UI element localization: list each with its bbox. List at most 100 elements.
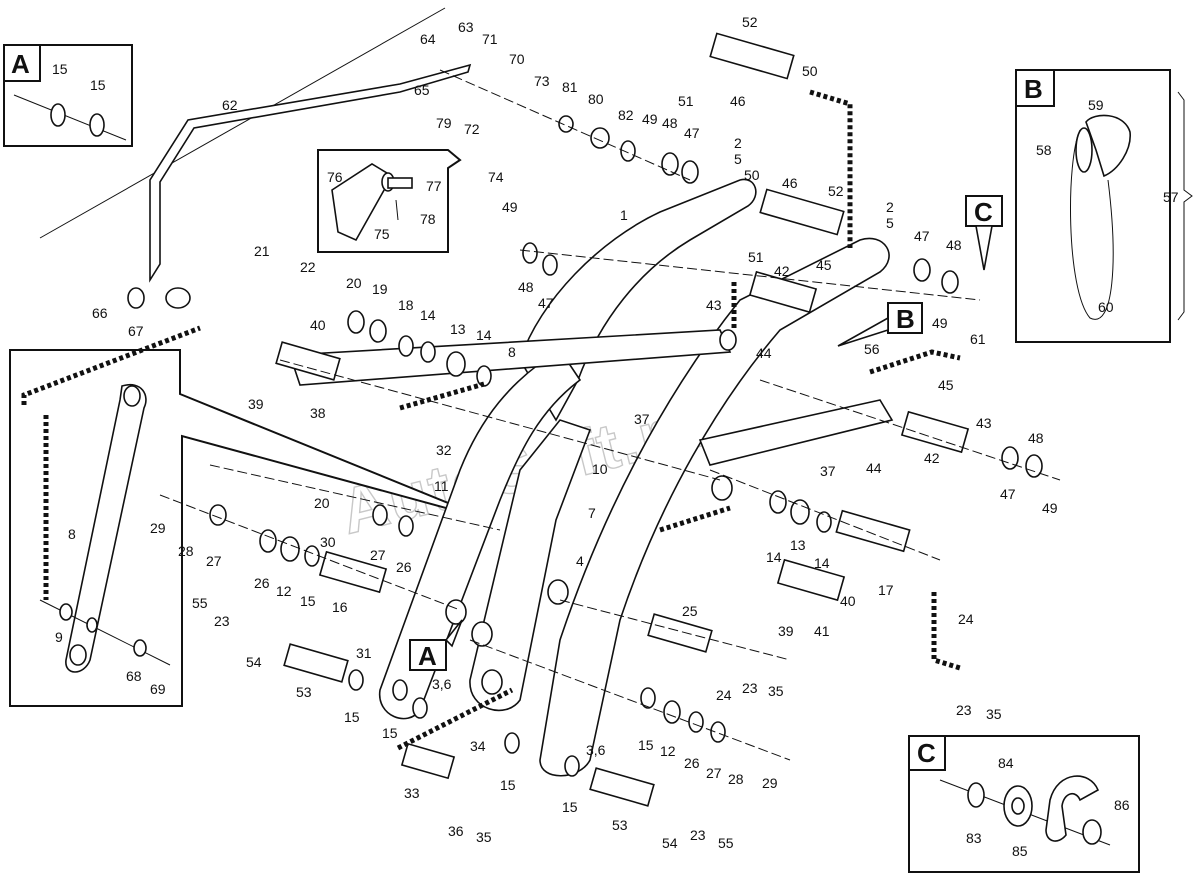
part-label: 74 [488, 169, 504, 185]
inset-b: B [1015, 69, 1193, 343]
inset-link-8 [9, 325, 491, 707]
callout-c [965, 195, 1003, 227]
part-label: 52 [828, 183, 844, 199]
part-label: 49 [1042, 500, 1058, 516]
part-label: 44 [866, 460, 882, 476]
part-label: 35 [768, 683, 784, 699]
part-label: 54 [662, 835, 678, 851]
part-label: 44 [756, 345, 772, 361]
part-label: 38 [310, 405, 326, 421]
part-label: 40 [310, 317, 326, 333]
part-label: 1 [620, 207, 628, 223]
part-label: 23 [742, 680, 758, 696]
part-label: 50 [744, 167, 760, 183]
inset-c-letter: C [917, 738, 936, 768]
part-label: 56 [864, 341, 880, 357]
part-label: 75 [374, 226, 390, 242]
part-label: 45 [816, 257, 832, 273]
part-label: 85 [1012, 843, 1028, 859]
part-label: 13 [450, 321, 466, 337]
part-label: 9 [55, 629, 63, 645]
part-label: 67 [128, 323, 144, 339]
part-label: 12 [660, 743, 676, 759]
part-label: 55 [192, 595, 208, 611]
part-label: 43 [706, 297, 722, 313]
part-label: 18 [398, 297, 414, 313]
part-label: 55 [718, 835, 734, 851]
part-label: 28 [728, 771, 744, 787]
part-label: 50 [802, 63, 818, 79]
part-label: 48 [946, 237, 962, 253]
part-label: 22 [300, 259, 316, 275]
main-assembly: A B C [39, 7, 1061, 807]
part-label: 27 [206, 553, 222, 569]
part-label: 8 [68, 526, 76, 542]
part-label: 59 [1088, 97, 1104, 113]
part-label: 29 [762, 775, 778, 791]
part-label: 7 [588, 505, 596, 521]
part-label: 46 [730, 93, 746, 109]
part-label: 45 [938, 377, 954, 393]
part-label: 33 [404, 785, 420, 801]
part-label: 14 [766, 549, 782, 565]
part-label: 64 [420, 31, 436, 47]
part-label: 49 [642, 111, 658, 127]
part-label: 82 [618, 107, 634, 123]
part-label: 70 [509, 51, 525, 67]
part-label: 78 [420, 211, 436, 227]
part-label: 39 [778, 623, 794, 639]
part-label: 57 [1163, 189, 1179, 205]
part-label: 15 [300, 593, 316, 609]
part-label: 17 [878, 582, 894, 598]
part-label: 62 [222, 97, 238, 113]
part-label: 51 [678, 93, 694, 109]
callout-b-letter: B [896, 304, 915, 334]
part-label: 23 [956, 702, 972, 718]
callout-c-letter: C [974, 197, 993, 227]
part-label: 26 [396, 559, 412, 575]
part-label: 8 [508, 344, 516, 360]
part-label: 5 [734, 151, 742, 167]
part-label: 15 [344, 709, 360, 725]
part-label: 52 [742, 14, 758, 30]
part-label: 49 [932, 315, 948, 331]
inset-detail-76-78 [317, 149, 462, 253]
part-label: 13 [790, 537, 806, 553]
part-label: 58 [1036, 142, 1052, 158]
part-label: 65 [414, 82, 430, 98]
part-label: 47 [1000, 486, 1016, 502]
part-label: 35 [476, 829, 492, 845]
part-label: 30 [320, 534, 336, 550]
part-label: 23 [690, 827, 706, 843]
part-label: 5 [886, 215, 894, 231]
part-label: 34 [470, 738, 486, 754]
callout-a [409, 639, 447, 671]
part-label: 68 [126, 668, 142, 684]
part-label: 37 [820, 463, 836, 479]
part-label: 2 [734, 135, 742, 151]
part-label: 15 [382, 725, 398, 741]
part-label: 25 [682, 603, 698, 619]
part-label: 16 [332, 599, 348, 615]
part-label: 54 [246, 654, 262, 670]
inset-c: C [908, 735, 1140, 873]
part-label: 10 [592, 461, 608, 477]
part-label: 15 [500, 777, 516, 793]
part-labels: 52 63 64 71 70 65 73 81 80 50 51 46 79 7… [52, 14, 1179, 859]
part-label: 51 [748, 249, 764, 265]
inset-a: A [3, 44, 133, 147]
part-label: 27 [706, 765, 722, 781]
part-label: 66 [92, 305, 108, 321]
part-label: 63 [458, 19, 474, 35]
part-label: 24 [958, 611, 974, 627]
part-label: 47 [538, 295, 554, 311]
part-label: 20 [346, 275, 362, 291]
part-label: 47 [684, 125, 700, 141]
part-label: 14 [420, 307, 436, 323]
part-label: 26 [254, 575, 270, 591]
part-label: 14 [476, 327, 492, 343]
part-label: 23 [214, 613, 230, 629]
part-label: 69 [150, 681, 166, 697]
part-label: 53 [612, 817, 628, 833]
part-label: 72 [464, 121, 480, 137]
